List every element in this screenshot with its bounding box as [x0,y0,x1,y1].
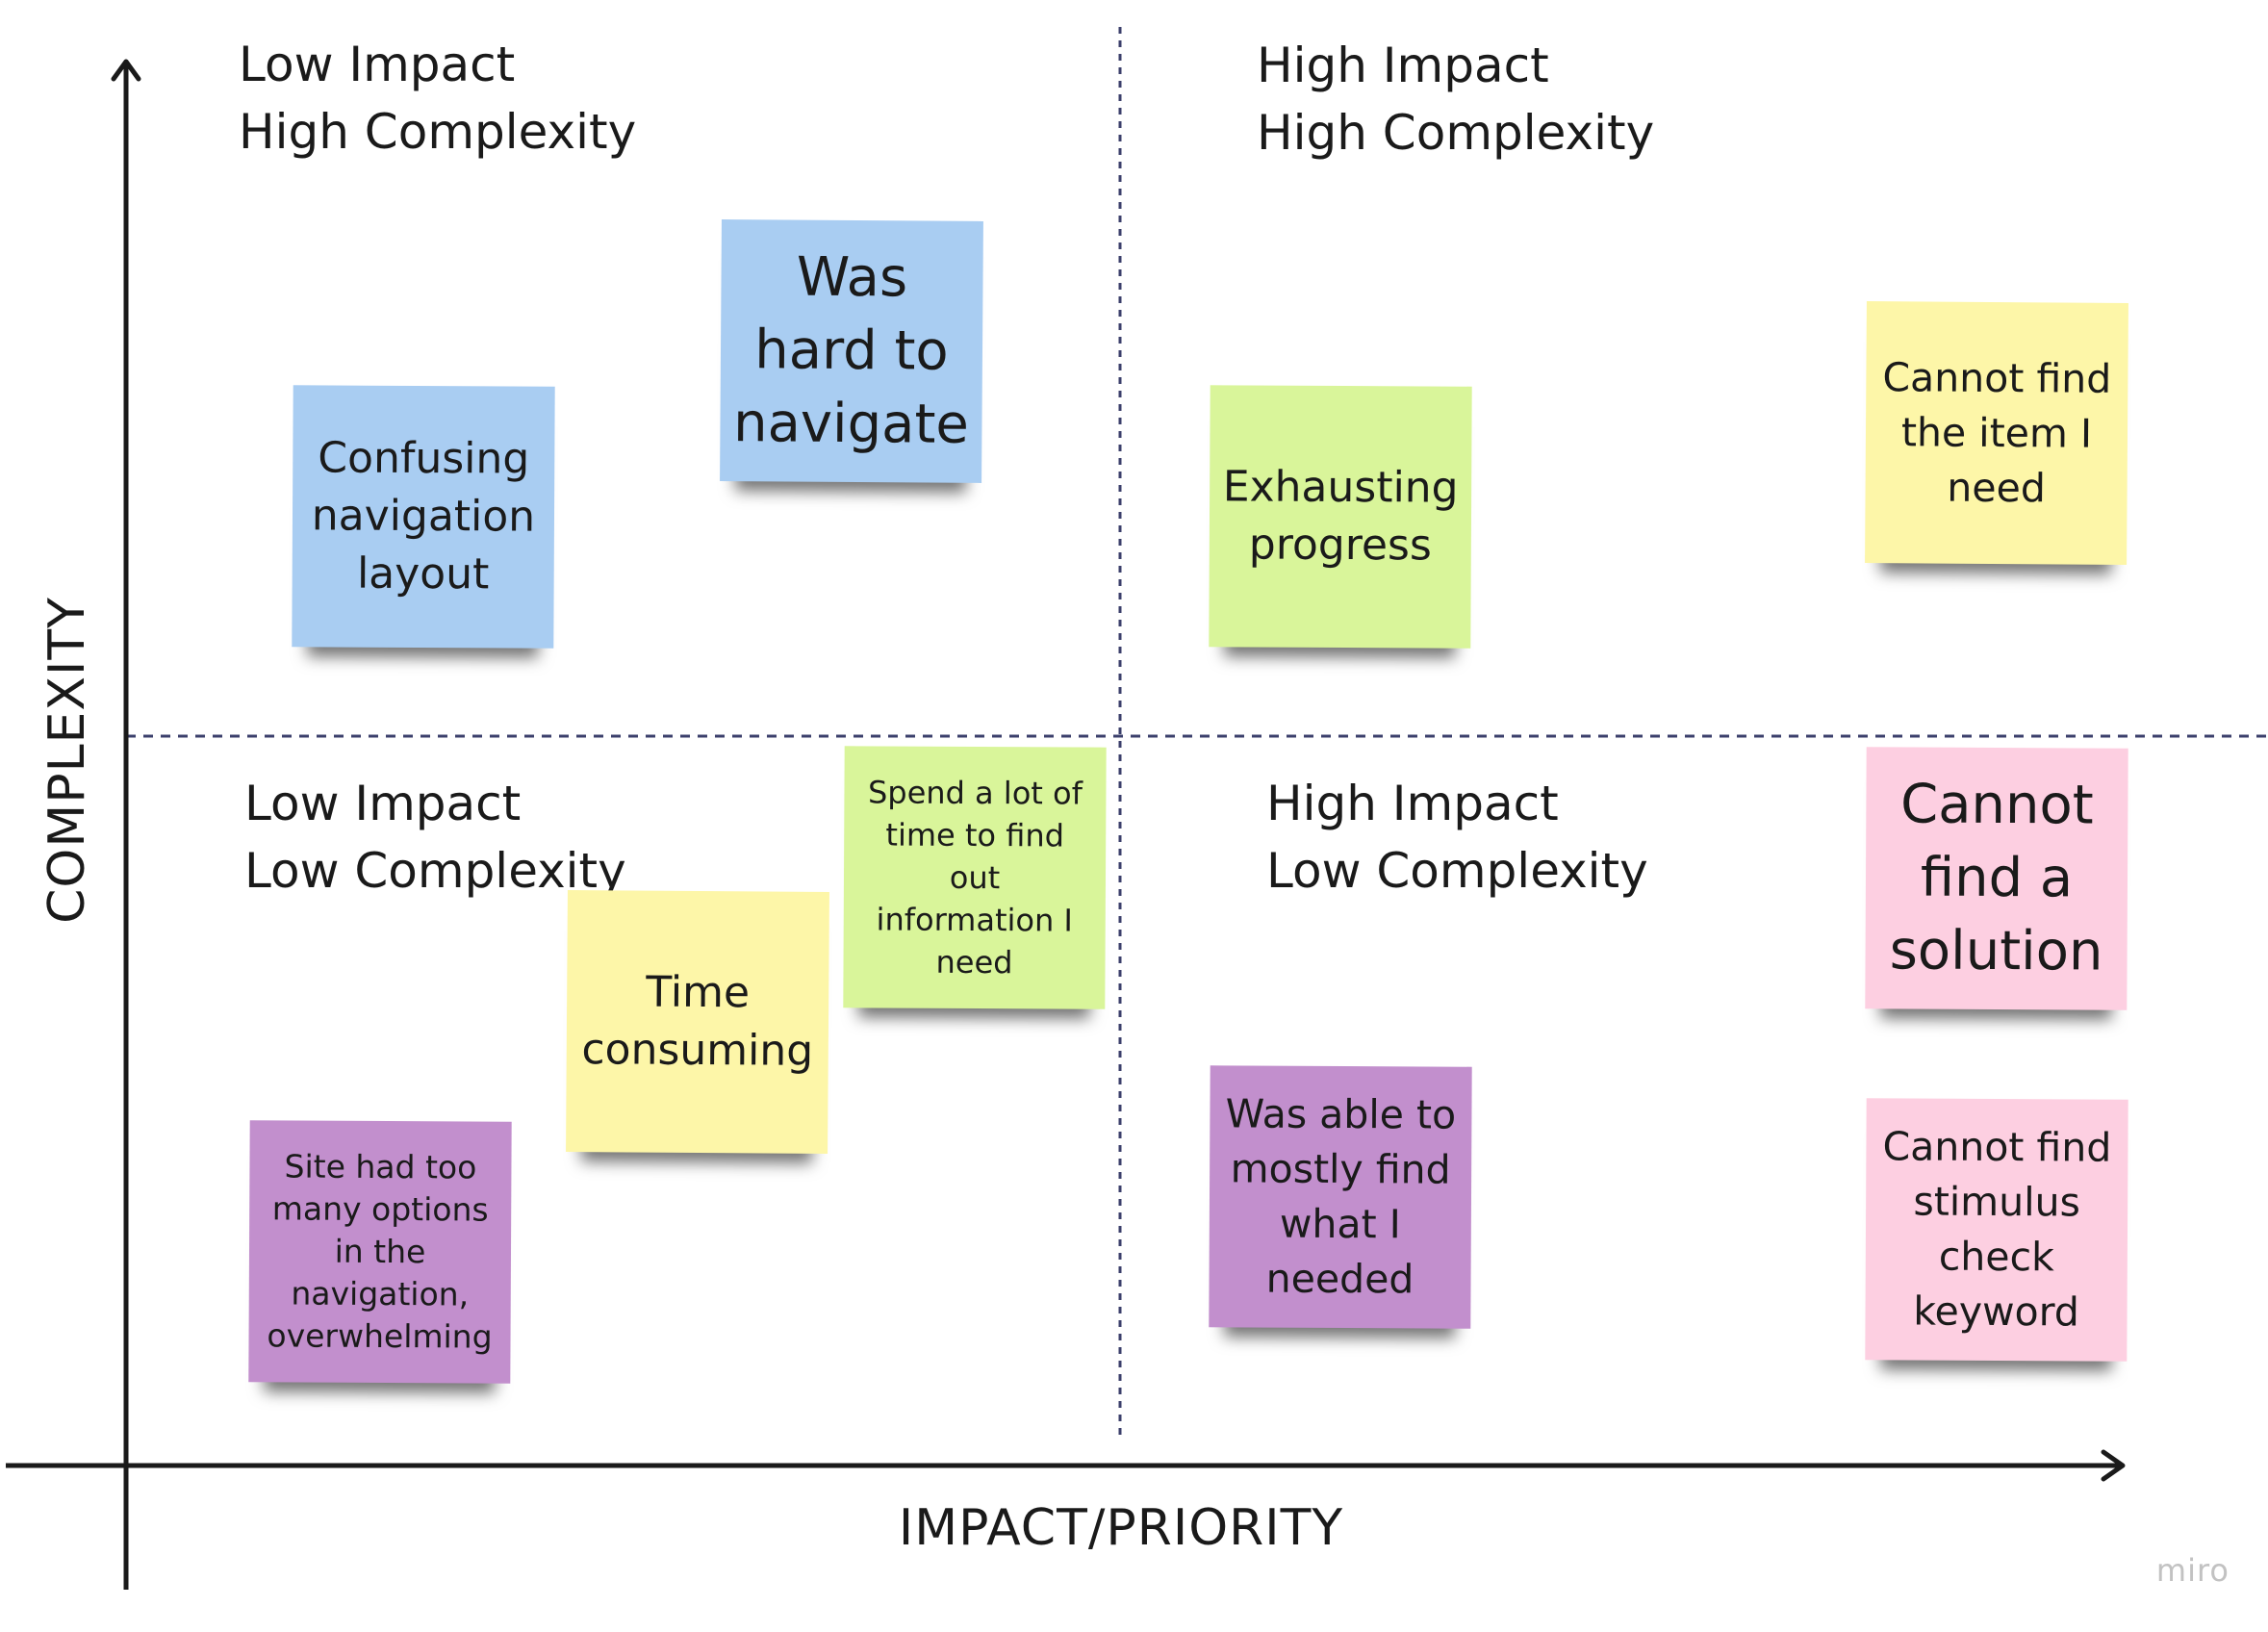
x-axis-label: IMPACT/PRIORITY [898,1499,1344,1557]
sticky-hard-to-navigate[interactable]: Was hard to navigate [720,219,983,483]
sticky-cannot-find-solution[interactable]: Cannot find a solution [1865,747,2128,1010]
quadrant-label-high-impact-high-complexity: High Impact High Complexity [1257,32,1654,166]
sticky-exhausting-progress[interactable]: Exhausting progress [1209,385,1472,649]
sticky-mostly-find-needed[interactable]: Was able to mostly find what I needed [1209,1065,1472,1329]
sticky-confusing-navigation-layout[interactable]: Confusing navigation layout [292,385,555,649]
quadrant-label-line: High Complexity [239,104,637,160]
sticky-spend-time-finding-info[interactable]: Spend a lot of time to find out informat… [843,746,1107,1009]
quadrant-label-low-impact-low-complexity: Low Impact Low Complexity [244,770,626,905]
quadrant-label-line: Low Impact [239,37,516,92]
quadrant-label-line: Low Impact [244,776,522,831]
quadrant-label-line: Low Complexity [244,843,626,899]
x-axis-arrowhead [2101,1449,2126,1482]
quadrant-label-line: Low Complexity [1266,843,1648,899]
quadrant-label-low-impact-high-complexity: Low Impact High Complexity [239,31,636,166]
miro-logo: miro [2155,1552,2230,1589]
quadrant-label-high-impact-low-complexity: High Impact Low Complexity [1266,770,1648,905]
y-axis-label: COMPLEXITY [38,597,96,924]
sticky-time-consuming[interactable]: Time consuming [566,890,829,1154]
sticky-cannot-find-item[interactable]: Cannot find the item I need [1865,301,2128,565]
quadrant-label-line: High Complexity [1257,105,1655,161]
sticky-cannot-find-stimulus-keyword[interactable]: Cannot find stimulus check keyword [1865,1098,2128,1362]
sticky-too-many-options[interactable]: Site had too many options in the navigat… [248,1120,512,1384]
quadrant-label-line: High Impact [1257,38,1549,93]
y-axis-arrowhead [111,59,141,82]
quadrant-label-line: High Impact [1266,776,1559,831]
